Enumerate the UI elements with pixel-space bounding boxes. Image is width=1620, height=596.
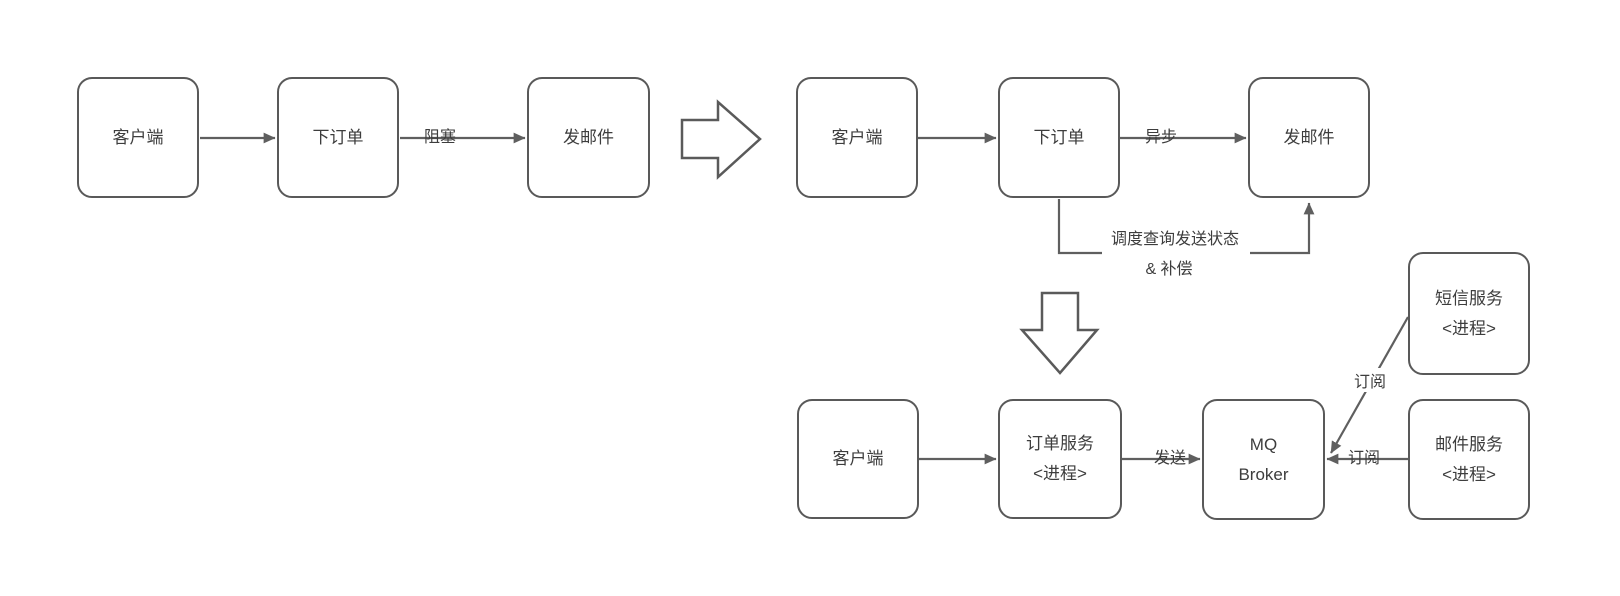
node-label: 发邮件	[563, 127, 614, 147]
transition-arrow-down-icon	[1019, 291, 1100, 375]
node-sublabel: Broker	[1238, 464, 1289, 484]
edge-label-blocking: 阻塞	[423, 129, 457, 146]
node-sublabel: <进程>	[1442, 464, 1496, 484]
connector-feedback-right-segment	[1250, 202, 1315, 255]
node-send-email-stage2: 发邮件	[1248, 77, 1370, 198]
node-label: MQ	[1249, 434, 1278, 454]
node-client-stage1: 客户端	[77, 77, 199, 198]
node-order-service: 订单服务 <进程>	[998, 399, 1122, 519]
node-send-email-stage1: 发邮件	[527, 77, 650, 198]
node-label: 订单服务	[1026, 434, 1094, 453]
node-label: 客户端	[112, 127, 164, 147]
node-sublabel: <进程>	[1033, 464, 1087, 483]
node-label: 客户端	[831, 127, 883, 147]
node-mq-broker: MQ Broker	[1202, 399, 1325, 520]
node-label: 下订单	[1033, 127, 1085, 147]
transition-arrow-right-icon	[680, 99, 762, 180]
node-label: 发邮件	[1283, 127, 1335, 147]
node-label: 客户端	[832, 449, 884, 468]
node-sublabel: <进程>	[1442, 318, 1496, 338]
node-place-order-stage1: 下订单	[277, 77, 399, 198]
edge-label-subscribe-mail: 订阅	[1347, 450, 1381, 467]
edge-label-feedback-line1: 调度查询发送状态	[1110, 231, 1240, 248]
node-sms-service: 短信服务 <进程>	[1408, 252, 1530, 375]
node-client-stage3: 客户端	[797, 399, 919, 519]
edge-label-send: 发送	[1153, 450, 1187, 467]
node-mail-service: 邮件服务 <进程>	[1408, 399, 1530, 520]
node-label: 短信服务	[1435, 288, 1503, 308]
edge-label-subscribe-sms: 订阅	[1351, 368, 1389, 392]
edge-label-feedback-line2: & 补偿	[1145, 261, 1193, 278]
edge-label-async: 异步	[1144, 129, 1178, 146]
node-label: 下订单	[312, 127, 364, 147]
connector-feedback-left-segment	[1057, 199, 1102, 255]
node-label: 邮件服务	[1435, 434, 1503, 454]
node-place-order-stage2: 下订单	[998, 77, 1120, 198]
node-client-stage2: 客户端	[796, 77, 918, 198]
